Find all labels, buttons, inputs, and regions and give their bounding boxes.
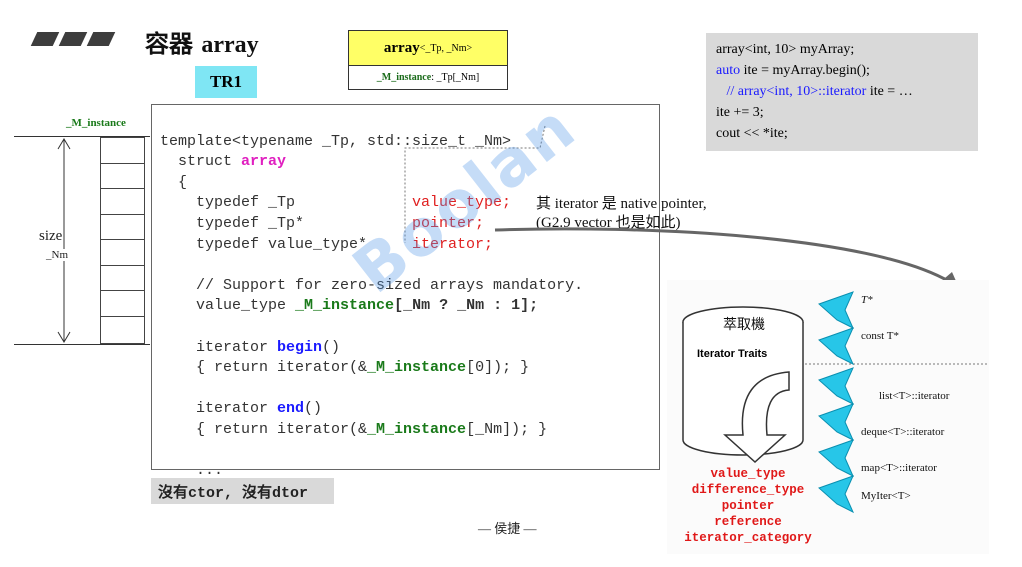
code-value-type: value_type; [412,194,512,212]
usage-line-1: array<int, 10> myArray; [716,42,855,57]
code-end-instance: _M_instance [367,420,467,438]
output-value-type: value_type [710,467,786,481]
code-struct-kw: struct [160,153,242,171]
code-line-begin: iterator begin() [160,338,659,359]
usage-line-3-rest: ite = … [866,84,913,99]
code-typedef-1: typedef _Tp [160,194,413,212]
code-typedef-3: typedef value_type* [160,235,413,253]
array-diagram: _M_instance size _Nm [0,0,150,360]
cylinder-top-label: 萃取機 [723,318,765,333]
output-iterator-category: iterator_category [684,531,812,545]
size-label: size [39,228,63,245]
traits-input-map: map<T>::iterator [861,462,937,474]
code-line-comment: // Support for zero-sized arrays mandato… [160,276,584,294]
code-array-name: array [241,153,287,171]
code-instance-size: [_Nm ? _Nm : 1]; [394,297,539,315]
diagram-bottom-line [14,344,150,345]
iterator-traits-diagram: 萃取機 Iterator Traits T* const T* list<T>:… [667,280,989,554]
uml-params: <_Tp, _Nm> [419,42,473,54]
output-pointer: pointer [721,499,775,513]
auto-keyword: auto [716,63,741,78]
code-end-parens: () [304,400,323,418]
callout-dashed-line [404,125,546,243]
code-line-iterator: typedef value_type* iterator; [160,235,659,256]
code-begin-instance: _M_instance [367,359,467,377]
code-end-fn: end [277,400,305,418]
array-cell [100,188,145,214]
no-ctor-note: 沒有ctor, 沒有dtor [151,478,334,504]
uml-member-name: _M_instance [376,72,432,83]
uml-class-box: array<_Tp, _Nm> _M_instance : _Tp[_Nm] [348,30,508,90]
code-instance-type: value_type [160,297,296,315]
code-end-ret: { return iterator(& [160,420,368,438]
tr1-badge: TR1 [195,66,257,98]
code-line-pointer: typedef _Tp* pointer; [160,214,659,235]
uml-name: array [383,39,420,56]
code-typedef-2: typedef _Tp* [160,214,413,232]
code-line-ellipsis: ... [160,462,224,480]
code-line-instance: value_type _M_instance[_Nm ? _Nm : 1]; [160,296,659,317]
traits-outputs: value_type difference_type pointer refer… [673,466,823,546]
uml-member: _M_instance : _Tp[_Nm] [349,66,507,89]
array-cell [100,290,145,316]
iterator-comment: 其 iterator 是 native pointer, (G2.9 vecto… [536,195,707,233]
usage-line-5: cout << *ite; [716,126,788,141]
uml-class-name: array<_Tp, _Nm> [349,31,507,66]
size-arrow-icon [57,138,71,343]
traits-input-myiter: MyIter<T> [861,490,911,502]
code-begin-ret: { return iterator(& [160,359,368,377]
array-cell [100,162,145,188]
usage-line-2: auto ite = myArray.begin(); [716,60,968,81]
cylinder-label: Iterator Traits [697,348,768,360]
comment-line-1: 其 iterator 是 native pointer, [536,196,707,212]
code-line-end-body: { return iterator(&_M_instance[_Nm]); } [160,420,659,441]
output-reference: reference [714,515,782,529]
code-line-begin-body: { return iterator(&_M_instance[0]); } [160,358,659,379]
traits-input-const-pointer: const T* [861,330,899,342]
array-cell [100,264,145,290]
code-line-template: template<typename _Tp, std::size_t _Nm> [160,132,512,150]
array-cell [100,213,145,239]
traits-input-pointer: T* [861,294,873,306]
code-begin-type: iterator [160,338,278,356]
code-line-value-type: typedef _Tp value_type; [160,193,659,214]
code-instance-name: _M_instance [295,297,395,315]
code-iterator: iterator; [412,235,494,253]
code-block: template<typename _Tp, std::size_t _Nm> … [152,105,659,523]
usage-code-box: array<int, 10> myArray; auto ite = myArr… [706,33,978,151]
code-end-end: [_Nm]); } [466,420,548,438]
diagram-top-label: _M_instance [66,117,126,129]
code-begin-fn: begin [277,338,323,356]
comment-line-2: (G2.9 vector 也是如此) [536,215,681,231]
page-title: 容器 array [145,24,259,59]
code-line-struct: struct array [160,152,659,173]
traits-input-list: list<T>::iterator [879,390,950,402]
title-cn: 容器 [145,32,193,58]
code-box: template<typename _Tp, std::size_t _Nm> … [151,104,660,479]
output-difference-type: difference_type [691,483,805,497]
code-line-brace: { [160,173,188,191]
array-cell [100,239,145,265]
code-line-end: iterator end() [160,399,659,420]
code-begin-parens: () [322,338,341,356]
traits-svg [682,291,989,514]
uml-member-type: : _Tp[_Nm] [431,72,480,83]
diagram-top-line [14,136,150,137]
code-pointer: pointer; [412,214,485,232]
usage-line-2-rest: ite = myArray.begin(); [740,63,870,78]
usage-line-3: // array<int, 10>::iterator ite = … [716,81,968,102]
nm-label: _Nm [46,249,68,261]
array-cell [100,137,145,163]
usage-comment: // array<int, 10>::iterator [716,84,867,99]
code-end-type: iterator [160,400,278,418]
title-en: array [201,32,259,58]
usage-line-4: ite += 3; [716,105,764,120]
footer-author: — 侯捷 — [478,521,537,536]
traits-input-deque: deque<T>::iterator [861,426,945,438]
code-begin-end: [0]); } [466,359,530,377]
array-cell [100,315,145,344]
